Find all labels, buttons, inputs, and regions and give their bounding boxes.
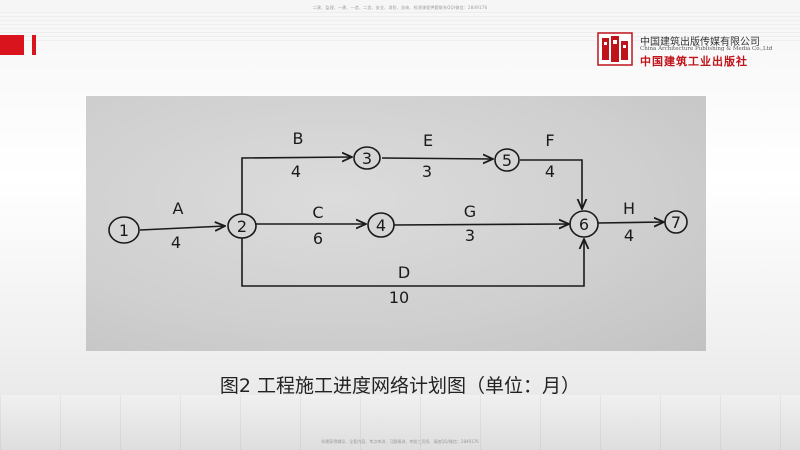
arrow-h [597, 222, 664, 223]
node-circle-6 [569, 210, 599, 238]
node-circle-5 [494, 148, 520, 172]
activity-name-c: C [312, 203, 323, 222]
network-diagram-photo: 1 2 3 4 5 6 7 A 4 B 4 C 6 D 10 E 3 F 4 G [86, 96, 706, 351]
header-stripes [0, 12, 800, 42]
figure-caption: 图2 工程施工进度网络计划图（单位：月） [219, 375, 581, 397]
node-label-7: 7 [671, 213, 681, 232]
node-circle-3 [353, 146, 381, 170]
arrow-d [241, 238, 584, 287]
floor-background [0, 395, 800, 450]
arrow-e [381, 158, 493, 159]
activity-duration-b: 4 [291, 162, 301, 181]
activity-name-f: F [545, 131, 554, 150]
activity-name-g: G [464, 202, 476, 221]
top-note: 二建、监理、一建、一造、二造、安全、消防、咨询、检测课程押题联系QQ/微信：28… [312, 5, 488, 10]
activity-duration-c: 6 [313, 229, 323, 248]
activity-duration-d: 10 [389, 288, 409, 307]
red-accent-bar [0, 35, 24, 55]
node-circle-1 [108, 216, 140, 244]
activity-duration-e: 3 [422, 162, 432, 181]
activity-name-b: B [293, 129, 304, 148]
red-accent-bar-thin [32, 35, 36, 55]
arrow-a [139, 226, 225, 230]
activity-duration-a: 4 [171, 233, 181, 252]
activity-name-d: D [398, 263, 410, 282]
arrow-b [241, 157, 352, 214]
bottom-note: 如需获得辅导、全套内容、考点串讲、习题精讲、考前三页纸、请加QQ/微信：2849… [321, 439, 479, 444]
publisher-name-cn: 中国建筑出版传媒有限公司 [640, 37, 760, 48]
activity-name-e: E [423, 131, 433, 150]
publisher-logo-icon [597, 32, 633, 66]
node-label-6: 6 [579, 215, 589, 234]
publisher-name-en: China Architecture Publishing & Media Co… [640, 46, 773, 52]
node-circle-7 [664, 210, 688, 234]
activity-duration-f: 4 [545, 162, 555, 181]
arrow-f [520, 159, 582, 209]
node-circle-4 [367, 212, 395, 238]
arrow-g [392, 224, 569, 225]
activity-name-a: A [173, 199, 184, 218]
node-circle-2 [227, 213, 257, 239]
activity-duration-g: 3 [465, 226, 475, 245]
node-label-5: 5 [502, 151, 512, 170]
activity-name-h: H [623, 199, 635, 218]
activity-duration-h: 4 [624, 226, 634, 245]
node-label-2: 2 [237, 217, 247, 236]
network-diagram: 1 2 3 4 5 6 7 A 4 B 4 C 6 D 10 E 3 F 4 G [108, 129, 688, 307]
node-label-4: 4 [376, 216, 386, 235]
node-label-3: 3 [362, 149, 372, 168]
node-label-1: 1 [119, 221, 129, 240]
publisher-brand: 中国建筑工业出版社 [640, 55, 748, 68]
